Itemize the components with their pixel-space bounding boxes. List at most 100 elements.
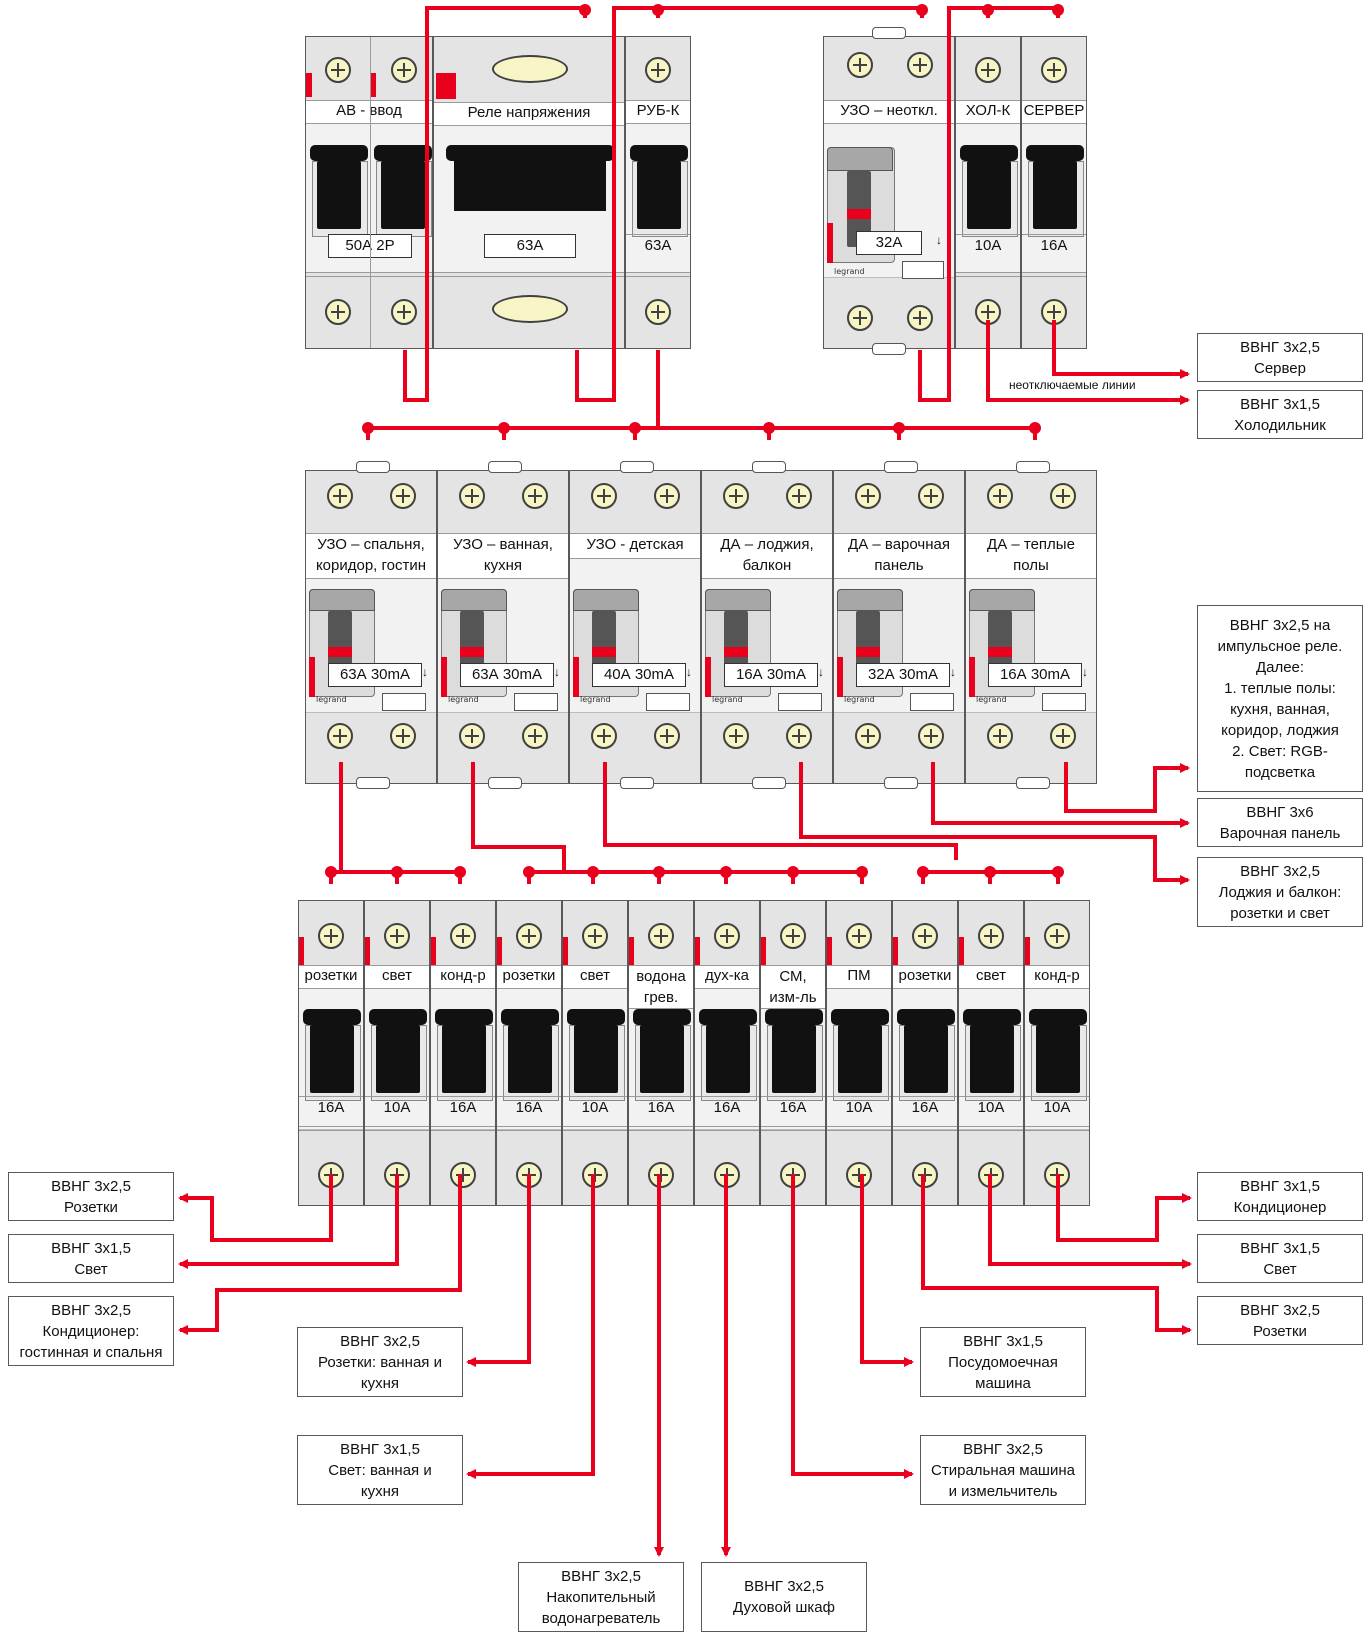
- breaker-label: свет: [563, 965, 627, 989]
- branch-breaker: водона грев. 16А: [628, 900, 694, 1206]
- rcd-label: УЗО – спальня,коридор, гостин: [306, 533, 436, 579]
- main-rcd-label: УЗО – неоткл.: [824, 100, 954, 124]
- branch-breaker: конд-р 10А: [1024, 900, 1090, 1206]
- breaker-rating: 10А: [365, 1096, 429, 1119]
- rcd-label: УЗО – ванная,кухня: [438, 533, 568, 579]
- rcd-rating: 32А 30mA: [856, 663, 950, 687]
- terminal-screw: [714, 1162, 740, 1188]
- relay-bottom-terminal: [492, 295, 568, 323]
- rcd-rating: 16А 30mA: [988, 663, 1082, 687]
- breaker-label: СМ, изм-ль: [761, 965, 825, 1009]
- rcd-rating: 40А 30mA: [592, 663, 686, 687]
- terminal-screw: [384, 923, 410, 949]
- terminal-screw: [786, 723, 812, 749]
- breaker-label: водона грев.: [629, 965, 693, 1009]
- main-rcd: УЗО – неоткл. 32А ↓ legrand: [823, 27, 955, 355]
- breaker-rating: 16А: [497, 1096, 561, 1119]
- terminal-screw: [907, 305, 933, 331]
- main-input-breaker: АВ - ввод 50А 2Р: [305, 36, 433, 349]
- terminal-screw: [645, 299, 671, 325]
- terminal-screw: [975, 299, 1001, 325]
- breaker-label: свет: [365, 965, 429, 989]
- voltage-relay-label: Реле напряжения: [434, 102, 624, 126]
- rcd-module: УЗО - детская 40А 30mA ↓ legrand: [569, 461, 701, 789]
- branch-breaker: свет 10А: [364, 900, 430, 1206]
- terminal-screw: [391, 57, 417, 83]
- terminal-screw: [450, 923, 476, 949]
- terminal-screw: [780, 1162, 806, 1188]
- terminal-screw: [591, 723, 617, 749]
- breaker-label: розетки: [893, 965, 957, 989]
- breaker-rating: 10А: [563, 1096, 627, 1119]
- terminal-screw: [780, 923, 806, 949]
- terminal-screw: [318, 923, 344, 949]
- rcd-label: УЗО - детская: [570, 533, 700, 559]
- terminal-screw: [1044, 1162, 1070, 1188]
- terminal-screw: [1041, 299, 1067, 325]
- rcd-module: УЗО – ванная,кухня 63А 30mA ↓ legrand: [437, 461, 569, 789]
- terminal-screw: [582, 923, 608, 949]
- rub-k-label: РУБ-К: [626, 100, 690, 124]
- rcd-brand: legrand: [976, 695, 1007, 704]
- terminal-screw: [384, 1162, 410, 1188]
- terminal-screw: [1050, 483, 1076, 509]
- terminal-screw: [325, 57, 351, 83]
- rcd-module: УЗО – спальня,коридор, гостин 63А 30mA ↓…: [305, 461, 437, 789]
- breaker-rating: 16А: [761, 1096, 825, 1119]
- breaker-rating: 16А: [893, 1096, 957, 1119]
- terminal-screw: [516, 923, 542, 949]
- terminal-screw: [325, 299, 351, 325]
- terminal-screw: [390, 483, 416, 509]
- uncut-lines-note: неотключаемые линии: [1009, 378, 1136, 392]
- terminal-screw: [846, 923, 872, 949]
- breaker-label: ПМ: [827, 965, 891, 989]
- branch-breaker: розетки 16А: [892, 900, 958, 1206]
- breaker-rating: 16А: [431, 1096, 495, 1119]
- rcd-rating: 16А 30mA: [724, 663, 818, 687]
- breaker-label: розетки: [299, 965, 363, 989]
- terminal-screw: [591, 483, 617, 509]
- terminal-screw: [327, 483, 353, 509]
- terminal-screw: [1050, 723, 1076, 749]
- terminal-screw: [654, 483, 680, 509]
- rcd-rating: 63А 30mA: [460, 663, 554, 687]
- rub-k-rating: 63А: [626, 234, 690, 257]
- rcd-brand: legrand: [580, 695, 611, 704]
- terminal-screw: [516, 1162, 542, 1188]
- rcd-brand: legrand: [844, 695, 875, 704]
- terminal-screw: [855, 723, 881, 749]
- terminal-screw: [1044, 923, 1070, 949]
- breaker-label: конд-р: [1025, 965, 1089, 989]
- terminal-screw: [855, 483, 881, 509]
- terminal-screw: [918, 723, 944, 749]
- terminal-screw: [522, 723, 548, 749]
- terminal-screw: [978, 923, 1004, 949]
- terminal-screw: [723, 723, 749, 749]
- terminal-screw: [648, 1162, 674, 1188]
- rcd-brand: legrand: [448, 695, 479, 704]
- terminal-screw: [978, 1162, 1004, 1188]
- rcd-brand: legrand: [316, 695, 347, 704]
- main-rcd-brand: legrand: [834, 267, 865, 276]
- terminal-screw: [987, 483, 1013, 509]
- terminal-screw: [912, 1162, 938, 1188]
- breaker-label: свет: [959, 965, 1023, 989]
- terminal-screw: [459, 483, 485, 509]
- terminal-screw: [391, 299, 417, 325]
- terminal-screw: [327, 723, 353, 749]
